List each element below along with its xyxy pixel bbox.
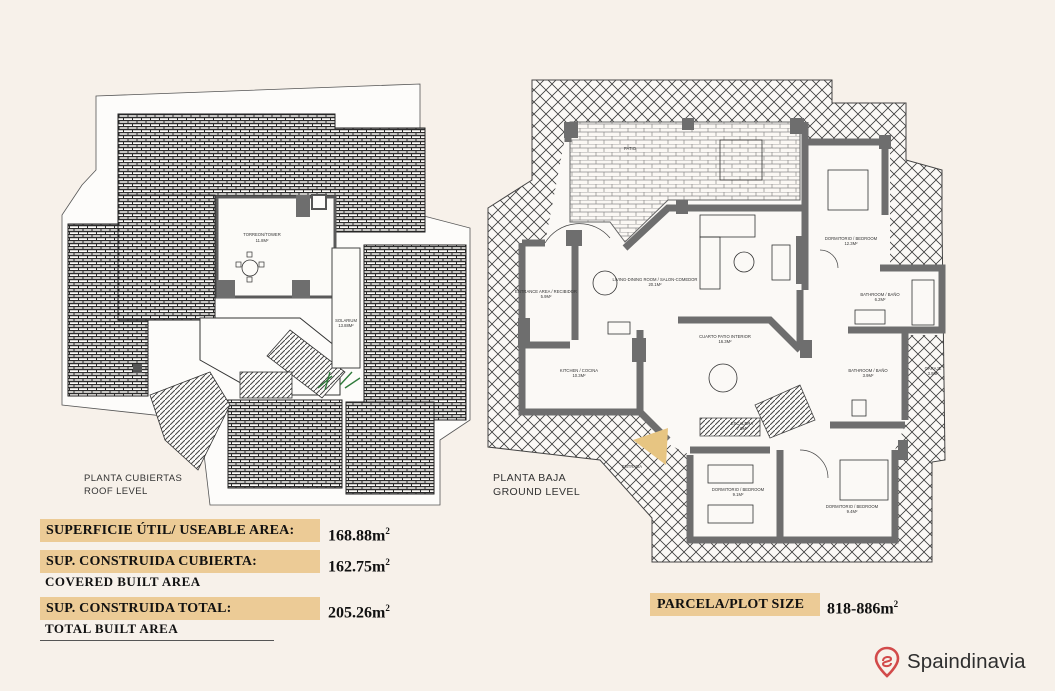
ground-room-area: 3.9m² bbox=[863, 373, 874, 378]
covered-area-unit: m bbox=[372, 558, 386, 576]
total-area-unit: m bbox=[372, 604, 386, 622]
ground-room-label: ENTRANCE AREA / RECIBIDOR bbox=[515, 289, 577, 294]
roof-pergola bbox=[149, 371, 231, 471]
covered-area-value: 162.75m2 bbox=[328, 551, 390, 578]
bed-icon bbox=[707, 169, 889, 524]
dining-table-icon bbox=[592, 139, 763, 393]
ground-room-area: 10.3m² bbox=[572, 373, 586, 378]
plot-size-unit: m bbox=[880, 600, 894, 618]
door-swing-icon bbox=[544, 223, 839, 479]
plot-size-number: 818-886 bbox=[827, 600, 881, 618]
ground-plan: PATIO DORMITORIO / BEDROOM 12.3m² LIVING… bbox=[487, 79, 946, 563]
ground-room-label: DORMITORIO / BEDROOM bbox=[712, 487, 765, 492]
ground-plan-label: PLANTA BAJA GROUND LEVEL bbox=[493, 471, 580, 499]
roof-plan-subtitle: ROOF LEVEL bbox=[84, 486, 148, 497]
covered-area-number: 162.75 bbox=[328, 558, 372, 576]
ground-room-area: 16.3m² bbox=[718, 339, 732, 344]
useable-area-unit: m bbox=[372, 527, 386, 545]
walls bbox=[518, 122, 946, 544]
ground-room-area: 20.1m² bbox=[648, 282, 662, 287]
roof-right-wing bbox=[363, 244, 467, 421]
roof-room-area: 11.8m² bbox=[256, 238, 269, 243]
plot-size-sup: 2 bbox=[893, 599, 899, 609]
table-divider bbox=[40, 640, 274, 641]
roof-plan: TORREON/TOWER 11.8m² SOLARIUM 13.88m² bbox=[61, 83, 471, 506]
ground-room-area: 9.1m² bbox=[733, 492, 744, 497]
useable-area-sup: 2 bbox=[385, 526, 390, 536]
roof-corridor bbox=[331, 247, 361, 369]
tower-table-icon bbox=[235, 251, 265, 283]
location-pin-icon bbox=[874, 646, 900, 678]
ground-room-area: 3.9m² bbox=[928, 371, 939, 376]
total-area-value: 205.26m2 bbox=[328, 597, 390, 624]
ground-room-label: DORMITORIO / BEDROOM bbox=[825, 236, 878, 241]
plot-size-value: 818-886m2 bbox=[827, 593, 898, 620]
entry-triangle-icon bbox=[633, 428, 668, 465]
total-area-number: 205.26 bbox=[328, 604, 372, 622]
roof-room-label: SOLARIUM bbox=[335, 318, 357, 323]
ground-room-label: BATHROOM / BAÑO bbox=[860, 292, 900, 297]
roof-bottom-wing bbox=[227, 399, 343, 489]
roof-left-block bbox=[117, 194, 216, 321]
ground-room-area: 9.4m² bbox=[847, 509, 858, 514]
useable-area-value: 168.88m2 bbox=[328, 520, 390, 547]
roof-plan-label: PLANTA CUBIERTAS ROOF LEVEL bbox=[84, 472, 182, 498]
covered-area-label: SUP. CONSTRUIDA CUBIERTA: bbox=[40, 550, 320, 573]
ground-room-area: 6.2m² bbox=[875, 297, 886, 302]
brand-logo: Spaindinavia bbox=[874, 645, 1026, 679]
ground-room-area: 5.9m² bbox=[541, 294, 552, 299]
ground-room-label: PATIO bbox=[624, 146, 637, 151]
ground-room-area: 7.0m² bbox=[737, 426, 748, 431]
total-area-label: SUP. CONSTRUIDA TOTAL: bbox=[40, 597, 320, 620]
roof-room-label: TORREON/TOWER bbox=[243, 232, 281, 237]
ground-room-label: KITCHEN / COCINA bbox=[560, 368, 598, 373]
covered-area-sublabel: COVERED BUILT AREA bbox=[45, 574, 201, 589]
roof-bottom-right bbox=[345, 401, 435, 495]
useable-area-number: 168.88 bbox=[328, 527, 372, 545]
ground-room-label: ESCALERA bbox=[731, 421, 754, 426]
ground-room-area: 12.3m² bbox=[844, 241, 858, 246]
brand-name: Spaindinavia bbox=[907, 650, 1026, 673]
ground-plan-subtitle: GROUND LEVEL bbox=[493, 486, 581, 498]
roof-plan-title: PLANTA CUBIERTAS bbox=[84, 473, 183, 484]
ground-room-label: ENTRADA bbox=[622, 464, 642, 469]
terrace-brick bbox=[569, 121, 801, 243]
plot-size-label: PARCELA/PLOT SIZE bbox=[650, 593, 820, 616]
ground-room-label: DORMITORIO / BEDROOM bbox=[826, 504, 879, 509]
ground-room-label: LIVING-DINING ROOM / SALON-COMEDOR bbox=[613, 277, 698, 282]
ground-stairs bbox=[699, 384, 816, 439]
useable-area-label: SUPERFICIE ÚTIL/ USEABLE AREA: bbox=[40, 519, 320, 542]
living-furniture-icon bbox=[699, 214, 791, 290]
ground-room-label: CUARTO PATIO INTERIOR bbox=[699, 334, 751, 339]
roof-tower bbox=[215, 195, 337, 299]
roof-stairs-lower bbox=[239, 371, 293, 399]
total-area-sup: 2 bbox=[385, 603, 390, 613]
ground-room-label: BATHROOM / BAÑO bbox=[848, 368, 888, 373]
ground-plan-title: PLANTA BAJA bbox=[493, 472, 567, 484]
bathroom-fixtures-icon bbox=[851, 279, 935, 417]
roof-room-area: 13.88m² bbox=[338, 323, 354, 328]
columns bbox=[518, 118, 908, 460]
ground-room-label: GARAJE bbox=[925, 366, 942, 371]
covered-area-sup: 2 bbox=[385, 557, 390, 567]
total-area-sublabel: TOTAL BUILT AREA bbox=[45, 621, 179, 636]
plant-icon bbox=[317, 371, 361, 391]
